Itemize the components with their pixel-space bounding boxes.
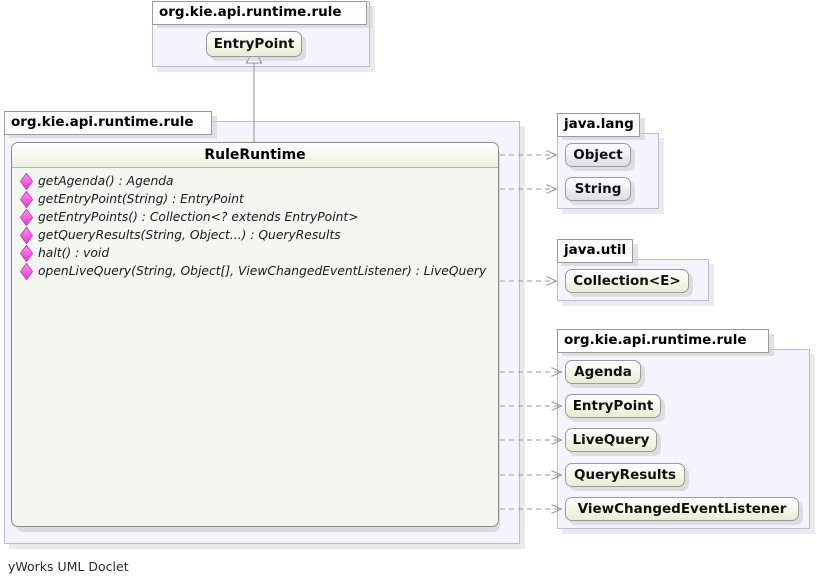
- member-row[interactable]: getAgenda() : Agenda: [12, 172, 498, 190]
- member-signature: openLiveQuery(String, Object[], ViewChan…: [38, 264, 487, 278]
- package-label-org-kie-api-runtime-rule-top: org.kie.api.runtime.rule: [152, 1, 367, 25]
- public-abstract-marker-icon: [19, 262, 34, 280]
- member-row[interactable]: openLiveQuery(String, Object[], ViewChan…: [12, 262, 498, 280]
- class-node-members: getAgenda() : Agenda getEntryPoint(Strin…: [12, 168, 498, 280]
- type-entrypoint-top[interactable]: EntryPoint: [206, 31, 302, 57]
- type-entrypoint-right[interactable]: EntryPoint: [565, 394, 661, 418]
- public-abstract-marker-icon: [19, 208, 34, 226]
- public-abstract-marker-icon: [19, 172, 34, 190]
- tool-footer-label: yWorks UML Doclet: [8, 559, 129, 574]
- class-node-title: RuleRuntime: [12, 143, 498, 168]
- type-queryresults[interactable]: QueryResults: [565, 463, 685, 487]
- member-signature: getQueryResults(String, Object...) : Que…: [38, 228, 341, 242]
- member-signature: getEntryPoint(String) : EntryPoint: [38, 192, 244, 206]
- package-label-org-kie-api-runtime-rule-right: org.kie.api.runtime.rule: [557, 329, 769, 353]
- package-label-org-kie-api-runtime-rule-main: org.kie.api.runtime.rule: [4, 111, 212, 135]
- member-signature: halt() : void: [38, 246, 110, 260]
- type-object[interactable]: Object: [565, 143, 631, 167]
- member-signature: getAgenda() : Agenda: [38, 174, 174, 188]
- type-viewchangedeventlistener[interactable]: ViewChangedEventListener: [565, 497, 799, 521]
- public-abstract-marker-icon: [19, 226, 34, 244]
- type-string[interactable]: String: [565, 177, 631, 201]
- public-abstract-marker-icon: [19, 244, 34, 262]
- member-row[interactable]: halt() : void: [12, 244, 498, 262]
- package-label-java-lang: java.lang: [557, 113, 640, 137]
- member-row[interactable]: getQueryResults(String, Object...) : Que…: [12, 226, 498, 244]
- type-livequery[interactable]: LiveQuery: [565, 428, 657, 452]
- type-agenda[interactable]: Agenda: [565, 360, 641, 384]
- type-collection[interactable]: Collection<E>: [565, 269, 689, 293]
- class-node-ruleruntime[interactable]: RuleRuntime getAgenda() : Agenda getEntr…: [11, 142, 499, 527]
- public-abstract-marker-icon: [19, 190, 34, 208]
- package-label-java-util: java.util: [557, 239, 633, 263]
- member-row[interactable]: getEntryPoint(String) : EntryPoint: [12, 190, 498, 208]
- member-signature: getEntryPoints() : Collection<? extends …: [38, 210, 359, 224]
- member-row[interactable]: getEntryPoints() : Collection<? extends …: [12, 208, 498, 226]
